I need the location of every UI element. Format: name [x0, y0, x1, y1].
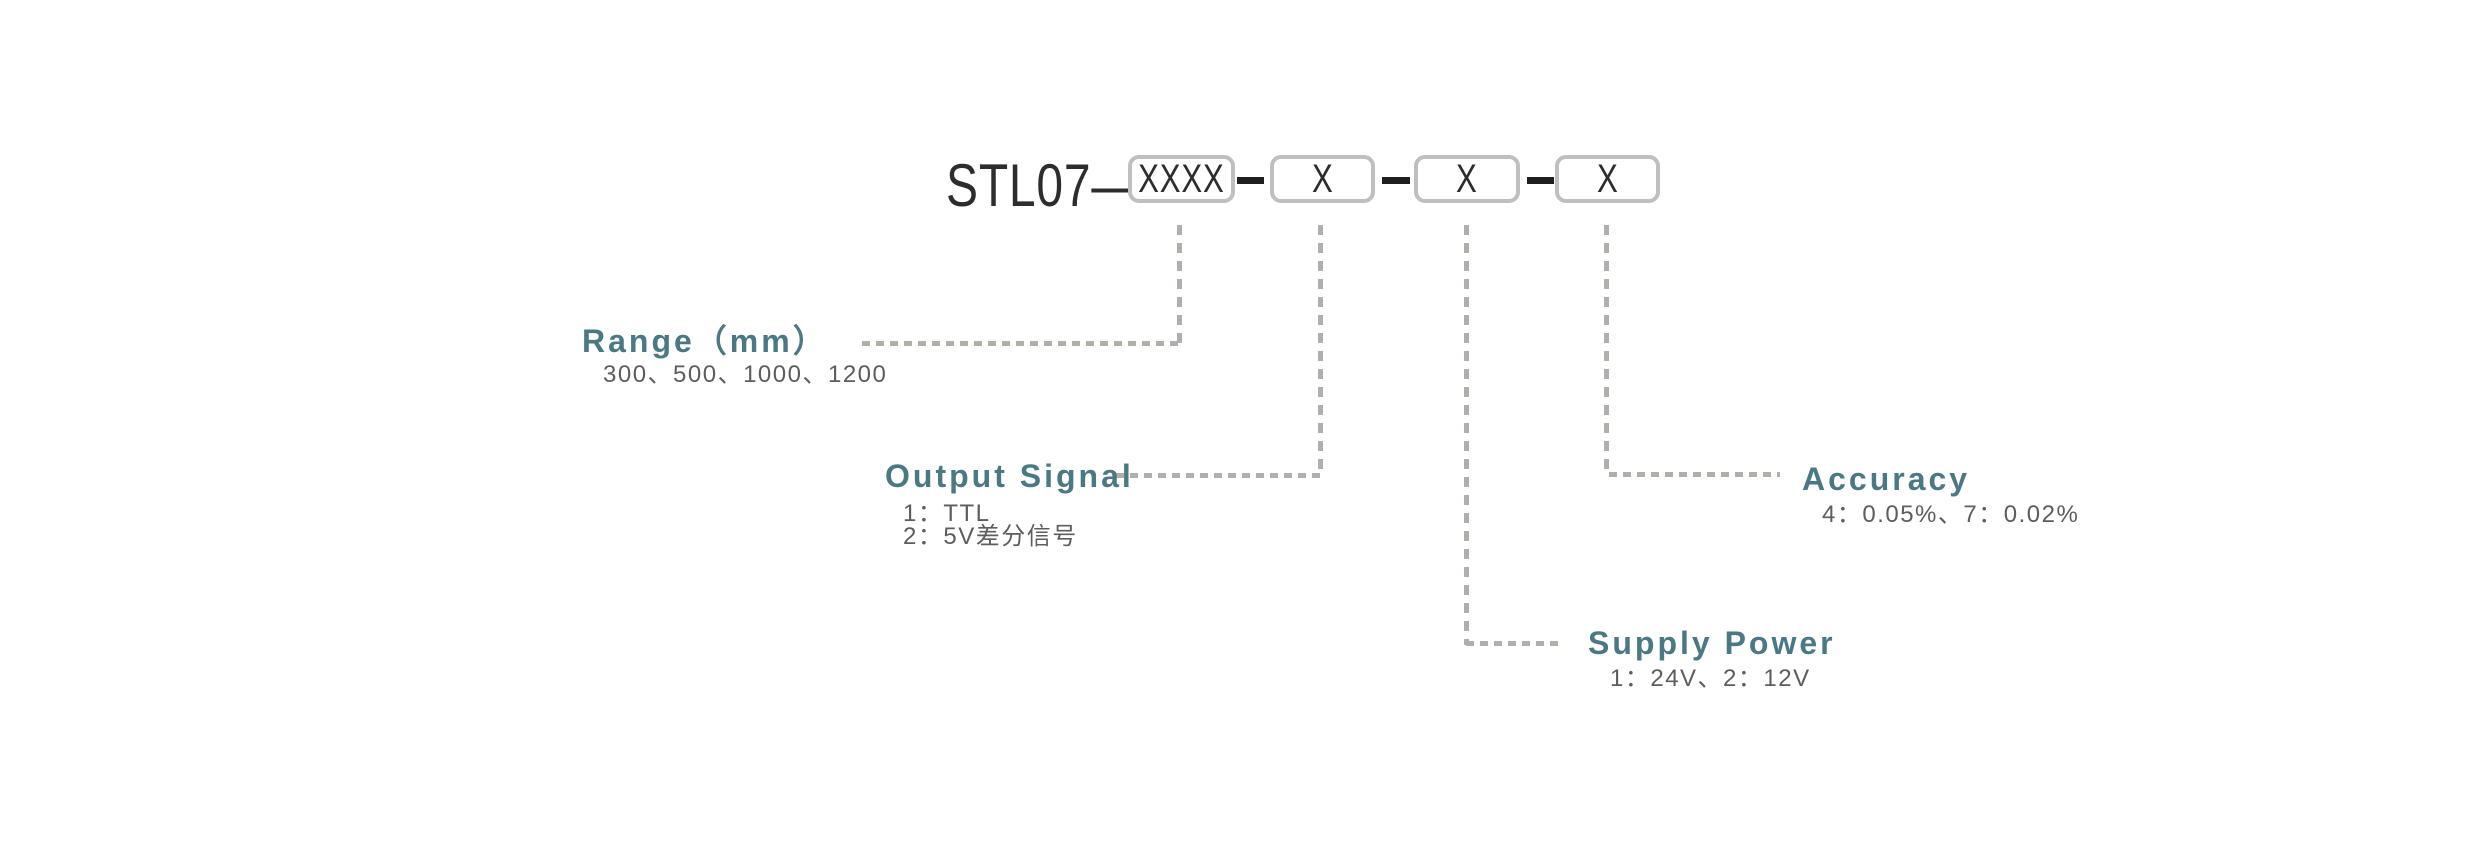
code-box-accuracy-placeholder: X [1596, 156, 1619, 201]
connector-dash [1237, 177, 1264, 184]
field-label-range: Range（mm） [582, 323, 828, 359]
field-value: 1：24V、2：12V [1610, 665, 1811, 692]
field-values-accuracy: 4：0.05%、7：0.02% [1822, 501, 2080, 528]
field-label-output-signal: Output Signal [885, 458, 1134, 494]
leader-line-supply-power-vertical [1464, 225, 1469, 645]
field-values-output-signal: 1：TTL 2：5V差分信号 [903, 500, 1078, 550]
connector-dash [1527, 177, 1554, 184]
code-box-output-signal-placeholder: X [1311, 156, 1334, 201]
leader-line-range-vertical [1177, 225, 1182, 345]
connector-dash [1382, 177, 1410, 184]
code-box-range-placeholder: XXXX [1138, 156, 1225, 201]
leader-line-supply-power-horizontal [1466, 641, 1563, 646]
field-value: 300、500、1000、1200 [603, 361, 888, 388]
field-value: 2：5V差分信号 [903, 523, 1078, 550]
leader-line-range-horizontal [862, 341, 1179, 346]
leader-line-output-signal-horizontal [1116, 473, 1320, 478]
code-box-accuracy: X [1555, 155, 1660, 203]
product-prefix-text: STL07— [946, 152, 1141, 219]
field-values-range: 300、500、1000、1200 [603, 361, 888, 388]
field-values-supply-power: 1：24V、2：12V [1610, 665, 1811, 692]
field-label-accuracy: Accuracy [1802, 461, 1971, 497]
leader-line-accuracy-horizontal [1609, 472, 1780, 477]
leader-line-accuracy-vertical [1604, 225, 1609, 476]
code-box-output-signal: X [1270, 155, 1375, 203]
field-label-supply-power: Supply Power [1588, 625, 1836, 661]
field-value: 1：TTL [903, 500, 991, 527]
code-box-supply-power: X [1414, 155, 1520, 203]
code-box-supply-power-placeholder: X [1456, 156, 1478, 201]
leader-line-output-signal-vertical [1318, 225, 1323, 477]
field-value: 4：0.05%、7：0.02% [1822, 501, 2080, 528]
code-box-range: XXXX [1128, 155, 1235, 203]
